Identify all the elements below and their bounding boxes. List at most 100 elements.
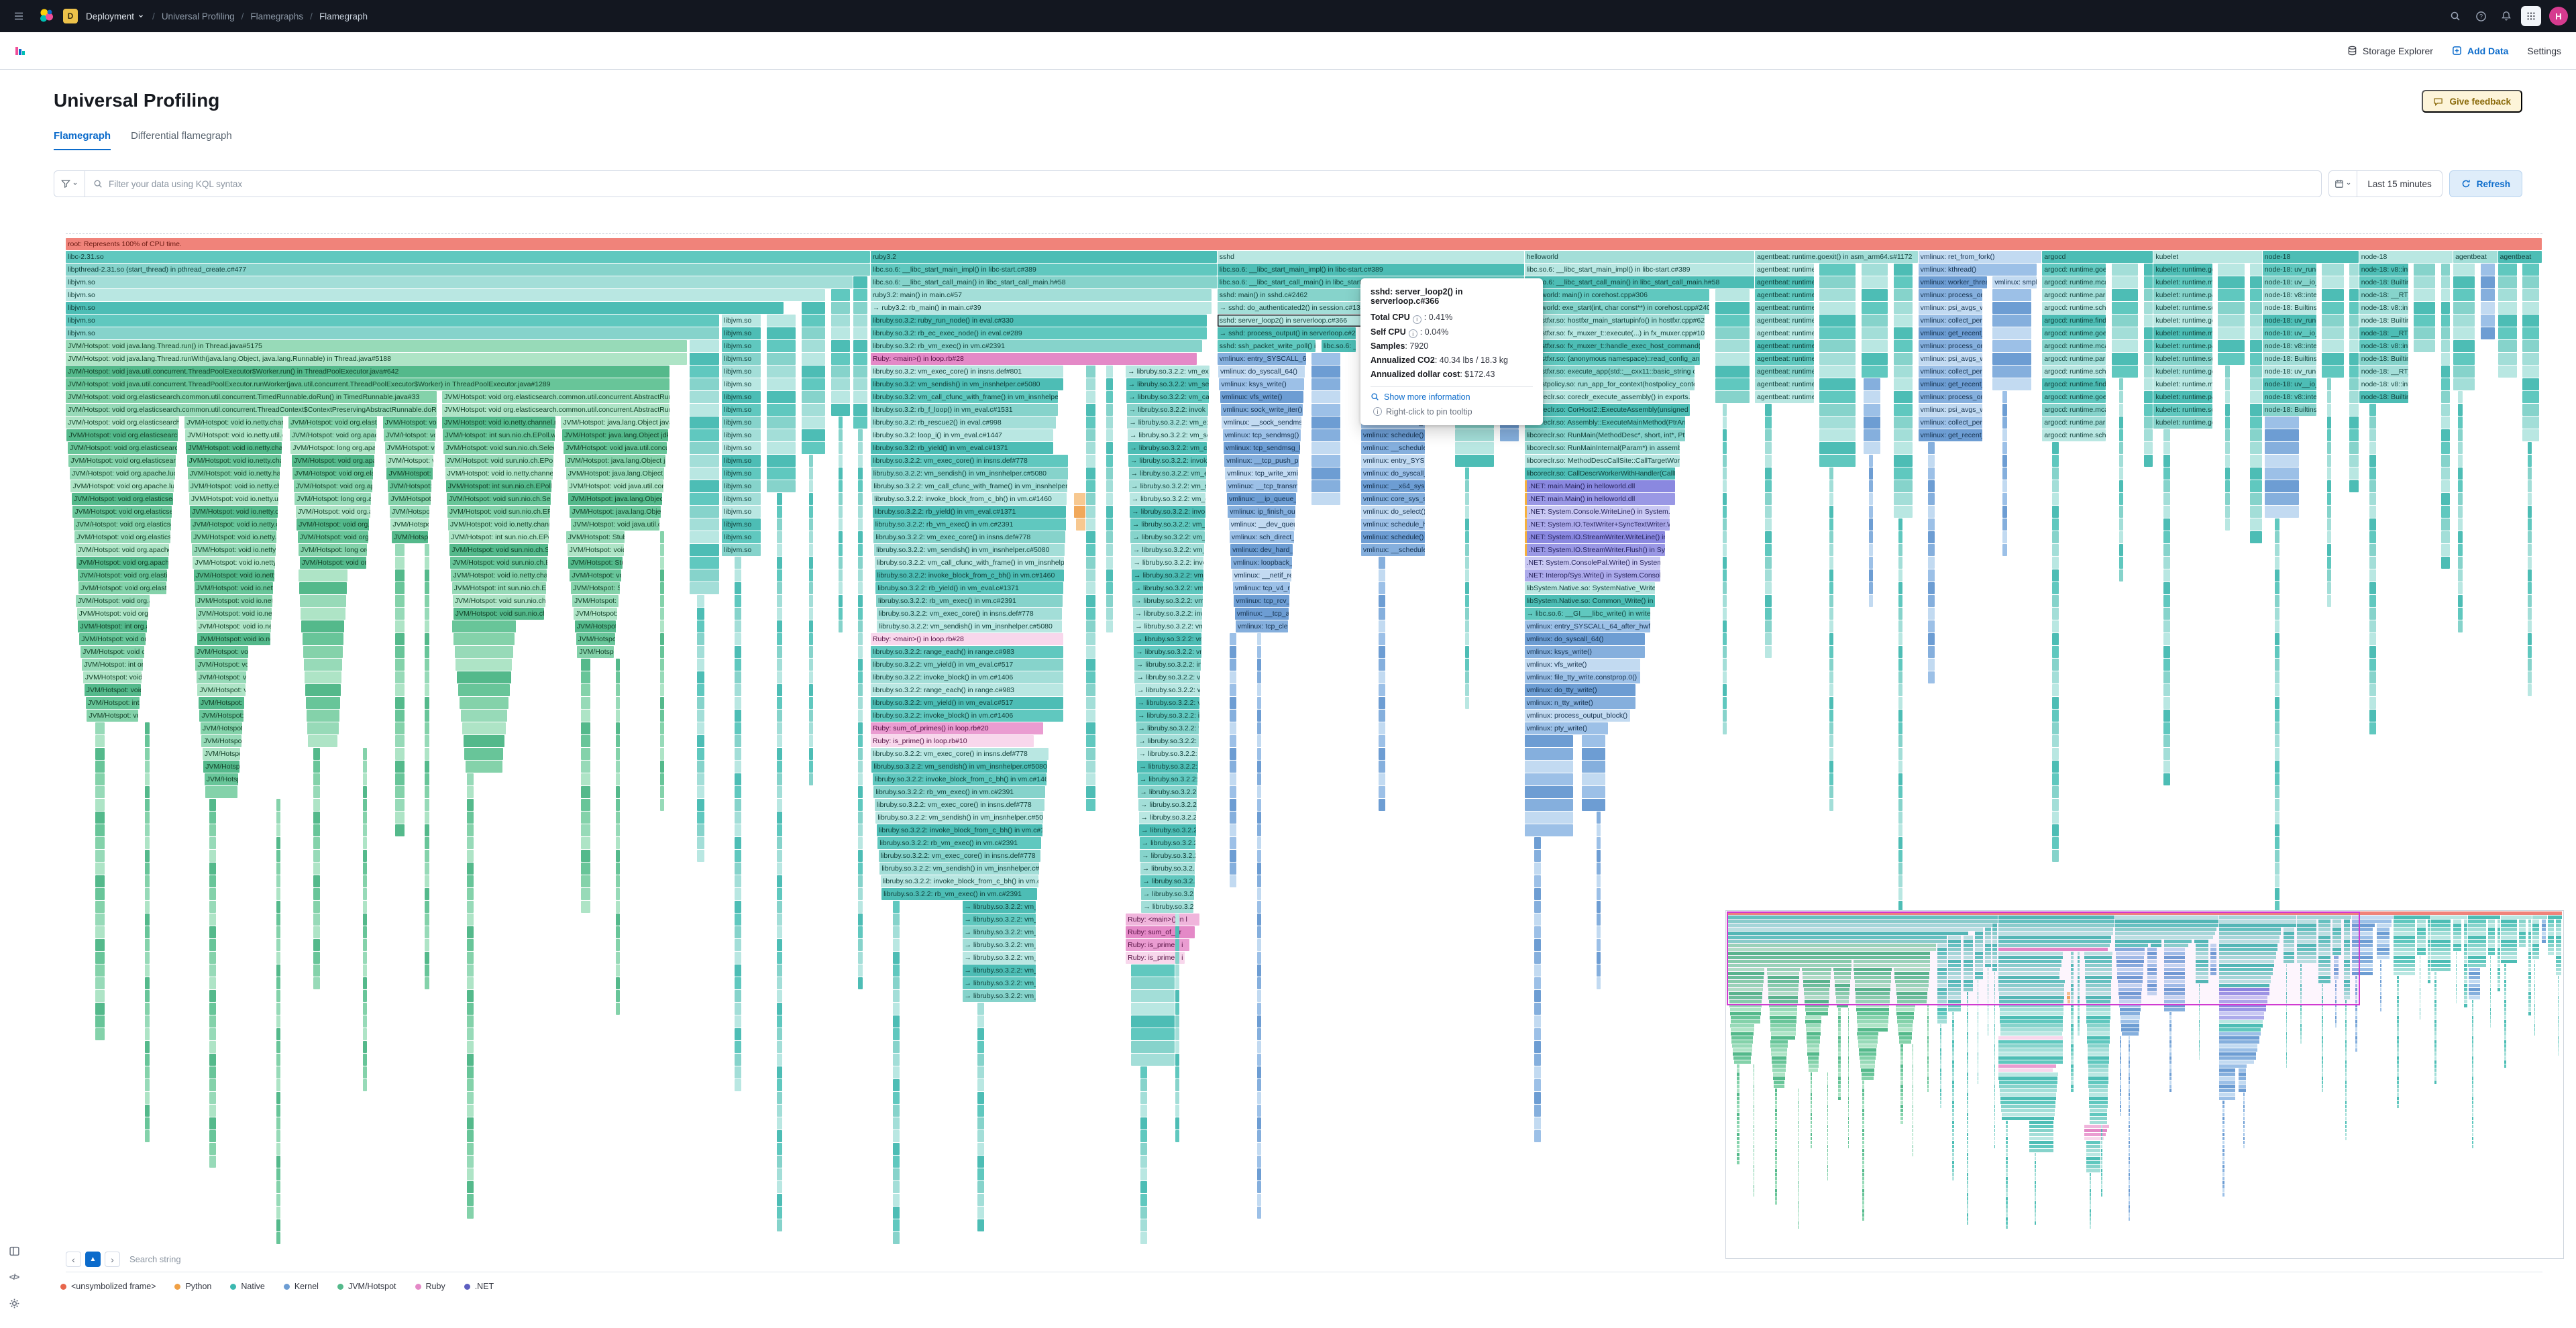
flame-frame[interactable] bbox=[1596, 888, 1601, 900]
flame-frame[interactable] bbox=[145, 773, 150, 785]
flame-frame[interactable] bbox=[2458, 569, 2463, 582]
flame-frame[interactable] bbox=[1864, 378, 1881, 390]
flame-frame[interactable] bbox=[838, 429, 843, 441]
flame-frame[interactable] bbox=[2453, 327, 2475, 339]
flame-frame[interactable] bbox=[776, 1015, 782, 1028]
flame-frame[interactable]: libruby.so.3.2.2: vm_call_cfunc_with_fra… bbox=[874, 557, 1065, 569]
flame-frame[interactable] bbox=[425, 875, 429, 887]
flame-frame[interactable]: → libruby.so.3.2.2: vm_ca bbox=[1132, 595, 1203, 607]
flame-frame[interactable] bbox=[1893, 302, 1913, 314]
flame-frame[interactable] bbox=[1928, 633, 1935, 645]
flame-frame[interactable] bbox=[2369, 455, 2376, 467]
flame-frame[interactable] bbox=[801, 340, 826, 352]
flame-frame[interactable] bbox=[276, 1105, 281, 1117]
flame-frame[interactable]: libruby.so.3.2.2: rb_yield() in vm_eval.… bbox=[875, 582, 1063, 594]
flame-frame[interactable] bbox=[660, 659, 665, 671]
time-range-value[interactable]: Last 15 minutes bbox=[2367, 178, 2432, 189]
flame-frame[interactable] bbox=[145, 786, 150, 798]
flame-frame[interactable]: vmlinux: __x64_sys_select() bbox=[1360, 480, 1425, 492]
flame-frame[interactable]: JVM/Hotspot: void io.netty.util.concurre… bbox=[185, 429, 282, 441]
flame-frame[interactable] bbox=[145, 1028, 150, 1040]
flame-frame[interactable] bbox=[660, 633, 665, 645]
flame-frame[interactable] bbox=[2250, 467, 2262, 480]
flame-frame[interactable] bbox=[1819, 302, 1856, 314]
flame-frame[interactable] bbox=[838, 531, 843, 543]
flame-frame[interactable] bbox=[2118, 480, 2124, 492]
flame-frame[interactable] bbox=[808, 671, 813, 683]
flame-frame[interactable] bbox=[660, 684, 665, 696]
flame-frame[interactable] bbox=[145, 1130, 150, 1142]
flame-frame[interactable] bbox=[1764, 557, 1772, 569]
flame-frame[interactable] bbox=[2440, 327, 2451, 339]
flame-frame[interactable] bbox=[395, 710, 405, 722]
flame-frame[interactable] bbox=[838, 582, 843, 594]
flame-frame[interactable] bbox=[858, 786, 863, 798]
flame-frame[interactable] bbox=[209, 1054, 217, 1066]
flame-frame[interactable] bbox=[1106, 506, 1113, 518]
flame-frame[interactable] bbox=[2440, 366, 2451, 378]
flame-frame[interactable]: → libruby.so.3.2.2: vm_ca bbox=[1136, 748, 1199, 760]
flame-frame[interactable] bbox=[2326, 557, 2332, 569]
flame-frame[interactable] bbox=[1722, 620, 1727, 632]
flame-frame[interactable]: libcoreclr.so: MethodDescCallSite::CallT… bbox=[1524, 455, 1680, 467]
flame-frame[interactable] bbox=[276, 824, 281, 836]
flame-frame[interactable] bbox=[734, 722, 741, 734]
flame-frame[interactable] bbox=[838, 595, 843, 607]
flame-frame[interactable] bbox=[1819, 289, 1856, 301]
flame-frame[interactable] bbox=[2163, 633, 2171, 645]
flame-frame[interactable] bbox=[2275, 901, 2279, 913]
flame-frame[interactable] bbox=[858, 710, 863, 722]
flame-frame[interactable]: libruby.so.3.2: rb_rescue2() in eval.c#9… bbox=[870, 417, 1056, 429]
flame-frame[interactable] bbox=[2440, 289, 2451, 301]
flame-frame[interactable] bbox=[660, 646, 665, 658]
flame-frame[interactable] bbox=[776, 1181, 782, 1193]
flame-frame[interactable] bbox=[1230, 748, 1237, 760]
flame-frame[interactable] bbox=[808, 659, 813, 671]
flame-frame[interactable] bbox=[776, 493, 782, 505]
flame-frame[interactable] bbox=[893, 1117, 900, 1129]
flame-frame[interactable] bbox=[363, 812, 368, 824]
flame-frame[interactable] bbox=[395, 799, 405, 811]
flame-frame[interactable] bbox=[304, 671, 342, 683]
flame-frame[interactable] bbox=[467, 1207, 474, 1219]
flame-frame[interactable] bbox=[1130, 1003, 1175, 1015]
flame-frame[interactable] bbox=[734, 557, 741, 569]
flame-frame[interactable] bbox=[1256, 952, 1262, 964]
flame-frame[interactable] bbox=[425, 735, 429, 747]
flame-frame[interactable] bbox=[1256, 659, 1262, 671]
flame-frame[interactable] bbox=[2498, 315, 2518, 327]
flame-frame[interactable]: → libruby.so.3.2.2: vm_ex bbox=[1132, 569, 1203, 582]
flame-frame[interactable] bbox=[2051, 633, 2059, 645]
flame-frame[interactable] bbox=[209, 1028, 217, 1040]
flame-frame[interactable] bbox=[1455, 455, 1495, 467]
flame-frame[interactable] bbox=[1106, 608, 1113, 620]
flame-frame[interactable] bbox=[467, 824, 474, 836]
flame-frame[interactable] bbox=[1256, 671, 1262, 683]
flame-frame[interactable] bbox=[2453, 315, 2475, 327]
flame-frame[interactable]: libruby.so.3.2.2: rb_vm_exec() in vm.c#2… bbox=[881, 888, 1038, 900]
flame-frame[interactable]: kubelet: runtime.mcall() bbox=[2153, 276, 2212, 288]
flame-frame[interactable]: libruby.so.3.2.2: vm_exec_core() in insn… bbox=[878, 850, 1040, 862]
flame-frame[interactable] bbox=[467, 964, 474, 977]
flame-frame[interactable] bbox=[307, 710, 339, 722]
flame-frame[interactable]: vmlinux: __netif_receive_skb() bbox=[1232, 569, 1291, 582]
flame-frame[interactable] bbox=[276, 1054, 281, 1066]
flame-frame[interactable]: JVM/Hotspot: void io.netty.channel.nio.N… bbox=[445, 467, 553, 480]
flame-frame[interactable] bbox=[2440, 417, 2451, 429]
flame-frame[interactable] bbox=[858, 824, 863, 836]
flame-frame[interactable] bbox=[463, 735, 505, 747]
flame-frame[interactable] bbox=[2275, 671, 2279, 683]
flame-frame[interactable] bbox=[893, 1015, 900, 1028]
flame-frame[interactable]: node-18: Builtins_InterpreterEntryTrampo… bbox=[2359, 353, 2408, 365]
flame-frame[interactable] bbox=[2275, 544, 2279, 556]
flame-frame[interactable] bbox=[209, 875, 217, 887]
flame-frame[interactable] bbox=[2498, 366, 2518, 378]
flame-frame[interactable] bbox=[1722, 493, 1727, 505]
flame-frame[interactable] bbox=[1378, 697, 1385, 709]
flame-frame[interactable]: → libruby.so.3.2.2: vm_se bbox=[962, 990, 1036, 1002]
flame-frame[interactable] bbox=[1992, 302, 2032, 314]
flame-frame[interactable]: libjvm.so bbox=[722, 442, 761, 454]
flame-frame[interactable]: libjvm.so bbox=[722, 518, 761, 531]
flame-frame[interactable] bbox=[2111, 353, 2139, 365]
flame-frame[interactable] bbox=[2163, 493, 2171, 505]
